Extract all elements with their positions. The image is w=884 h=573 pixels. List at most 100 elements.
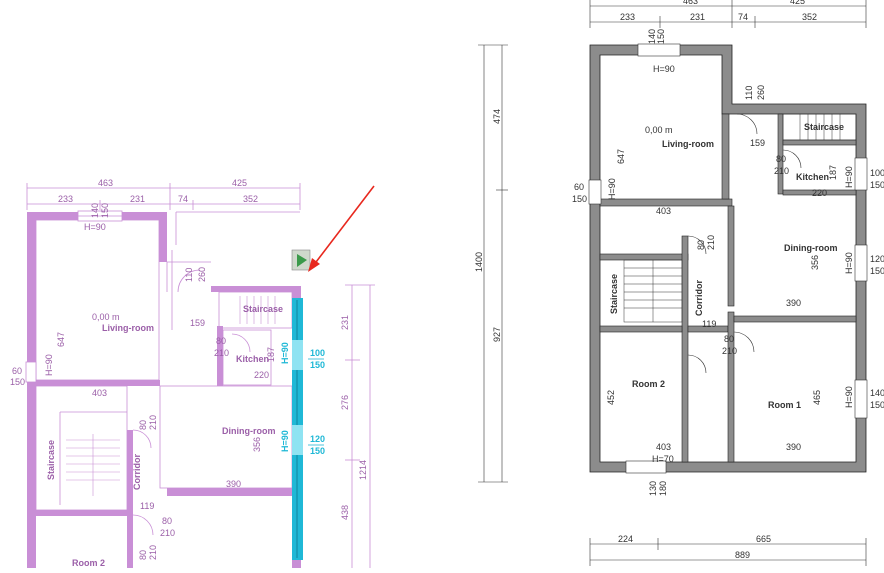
r-door-dim-210-c: 210 (722, 346, 737, 356)
r-dim-231: 231 (690, 12, 705, 22)
r-room-kitchen[interactable]: Kitchen (796, 172, 829, 182)
window-top-dim-140: 140 (90, 203, 100, 218)
r-window-top-label: H=90 (653, 64, 675, 74)
r-room-staircase-left[interactable]: Staircase (609, 274, 619, 314)
r-window-dim-150-a: 150 (870, 180, 884, 190)
r-window-dim-150-b: 150 (870, 266, 884, 276)
r-room-corridor[interactable]: Corridor (694, 280, 704, 316)
r-bottom-window-dim-180: 180 (658, 481, 668, 496)
left-window-dim-60: 60 (12, 366, 22, 376)
room-living[interactable]: Living-room (102, 323, 154, 333)
r-left-window-dim-60: 60 (574, 182, 584, 192)
dim-356: 356 (252, 437, 262, 452)
r-dim-465: 465 (812, 390, 822, 405)
r-level-marker: 0,00 m (645, 125, 673, 135)
r-dim-233: 233 (620, 12, 635, 22)
r-window-dim-140: 140 (870, 388, 884, 398)
window-label-right-2: H=90 (280, 430, 290, 452)
r-window-dim-120: 120 (870, 254, 884, 264)
r-dim-647: 647 (616, 149, 626, 164)
r-dim-74: 74 (738, 12, 748, 22)
room-corridor[interactable]: Corridor (132, 454, 142, 490)
r-room-1[interactable]: Room 1 (768, 400, 801, 410)
r-dim-356: 356 (810, 255, 820, 270)
r-room-dining[interactable]: Dining-room (784, 243, 838, 253)
dim-top-463: 463 (98, 178, 113, 188)
r-dim-390-b: 390 (786, 442, 801, 452)
selected-wall-segment[interactable] (292, 298, 303, 560)
window-label-right-1: H=90 (280, 342, 290, 364)
door-dim-80-d: 80 (138, 550, 148, 560)
door-dim-80: 80 (216, 336, 226, 346)
door-dim-210: 210 (214, 348, 229, 358)
dim-right-1214: 1214 (358, 460, 368, 480)
r-window-label-1: H=90 (844, 166, 854, 188)
r-dim-403: 403 (656, 206, 671, 216)
dim-right-231: 231 (340, 315, 350, 330)
r-window-dim-150-c: 150 (870, 400, 884, 410)
room-staircase-left[interactable]: Staircase (46, 440, 56, 480)
r-window-label-3: H=90 (844, 386, 854, 408)
dim-119: 119 (140, 501, 154, 511)
dim-right-276: 276 (340, 395, 350, 410)
r-dim-1400: 1400 (474, 252, 484, 272)
r-bottom-dim-889: 889 (735, 550, 750, 560)
window-top-dim-150: 150 (100, 203, 110, 218)
r-left-window-label: H=90 (607, 178, 617, 200)
r-dim-927: 927 (492, 327, 502, 342)
r-window-dim-140: 140 (647, 29, 657, 44)
r-room-staircase-top[interactable]: Staircase (804, 122, 844, 132)
door-dim-80-c: 80 (162, 516, 172, 526)
r-dim-403-b: 403 (656, 442, 671, 452)
r-door-dim-110: 110 (744, 86, 754, 100)
annotation-arrow (308, 185, 375, 272)
door-dim-210-c: 210 (160, 528, 175, 538)
r-door-dim-210: 210 (774, 166, 789, 176)
dim-390: 390 (226, 479, 241, 489)
r-door-dim-80: 80 (776, 154, 786, 164)
r-door-dim-260: 260 (756, 85, 766, 100)
r-window-dim-150: 150 (656, 29, 666, 44)
r-dim-159: 159 (750, 138, 765, 148)
r-bottom-dim-665: 665 (756, 534, 771, 544)
r-dim-187: 187 (828, 165, 838, 180)
dim-159: 159 (190, 318, 205, 328)
room-kitchen[interactable]: Kitchen (236, 354, 269, 364)
r-dim-474: 474 (492, 109, 502, 124)
door-dim-210-d: 210 (148, 545, 158, 560)
dim-403: 403 (92, 388, 107, 398)
r-dim-352: 352 (802, 12, 817, 22)
r-bottom-dim-224: 224 (618, 534, 633, 544)
door-dim-80-b: 80 (138, 420, 148, 430)
dim-233: 233 (58, 194, 73, 204)
r-dim-top-463: 463 (683, 0, 698, 6)
r-room-living[interactable]: Living-room (662, 139, 714, 149)
dim-187: 187 (266, 347, 276, 362)
r-bottom-window-dim-130: 130 (648, 481, 658, 496)
r-door-dim-80-b: 80 (696, 240, 706, 250)
r-dim-220: 220 (812, 188, 827, 198)
r-dim-390: 390 (786, 298, 801, 308)
room-dining[interactable]: Dining-room (222, 426, 276, 436)
r-dim-452: 452 (606, 390, 616, 405)
door-dim-260: 260 (197, 267, 207, 282)
r-window-label-2: H=90 (844, 252, 854, 274)
r-door-dim-210-b: 210 (706, 235, 716, 250)
r-room-2[interactable]: Room 2 (632, 379, 665, 389)
left-window-label: H=90 (44, 354, 54, 376)
r-window-dim-100: 100 (870, 168, 884, 178)
room-2[interactable]: Room 2 (72, 558, 105, 568)
window-top-label: H=90 (84, 222, 106, 232)
left-floor-plan[interactable]: 463 425 233 231 74 352 (10, 178, 375, 568)
window-dim-120: 120 (310, 434, 325, 444)
dim-231: 231 (130, 194, 145, 204)
dim-right-438: 438 (340, 505, 350, 520)
dim-74: 74 (178, 194, 188, 204)
window-dim-150-b: 150 (310, 446, 325, 456)
room-staircase-top[interactable]: Staircase (243, 304, 283, 314)
right-floor-plan[interactable]: 463 425 233 231 74 352 474 1400 927 (474, 0, 884, 566)
play-icon (297, 254, 307, 267)
r-door-dim-80-c: 80 (724, 334, 734, 344)
level-marker: 0,00 m (92, 312, 120, 322)
